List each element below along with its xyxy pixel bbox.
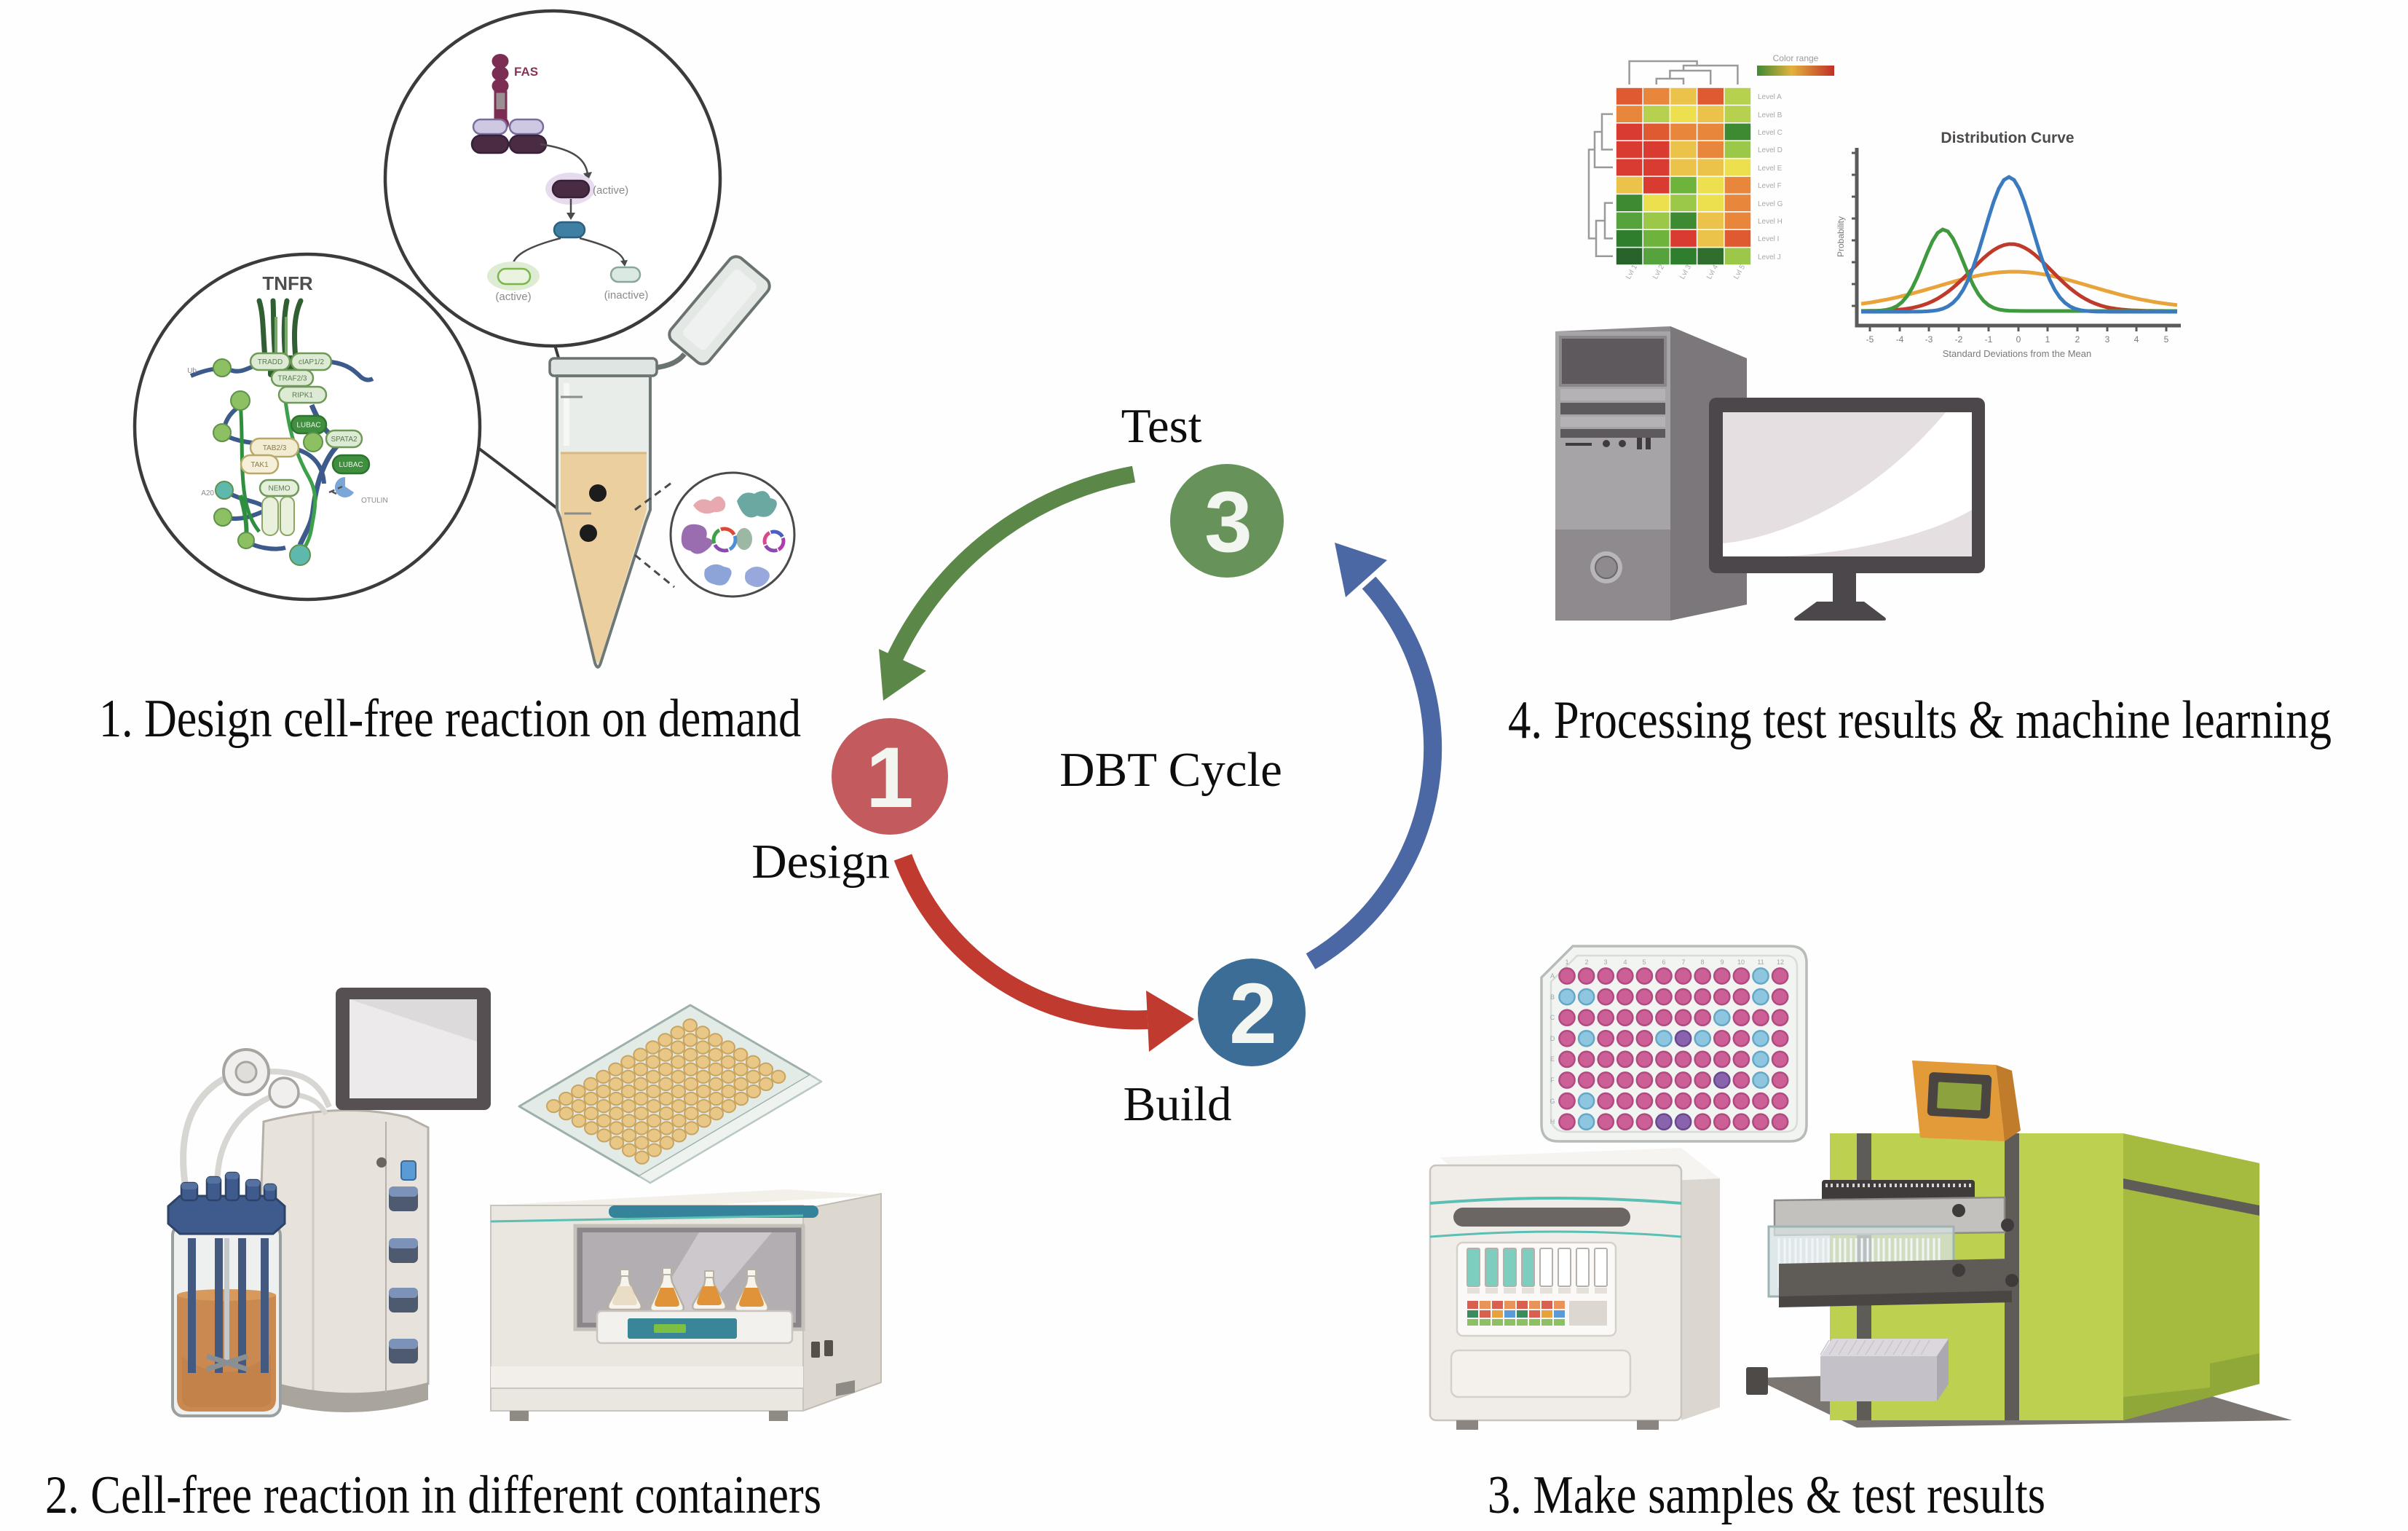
svg-text:8: 8 [1700, 959, 1704, 966]
svg-text:12: 12 [1777, 959, 1784, 966]
svg-text:D: D [1550, 1035, 1555, 1042]
svg-text:TAB2/3: TAB2/3 [263, 444, 287, 452]
svg-text:9: 9 [1720, 959, 1724, 966]
svg-text:1: 1 [2045, 334, 2050, 345]
svg-text:-2: -2 [1955, 334, 1963, 345]
svg-text:B: B [1550, 993, 1555, 1001]
svg-text:LUBAC: LUBAC [339, 461, 363, 469]
svg-text:Test: Test [1121, 399, 1202, 453]
svg-text:FAS: FAS [514, 65, 538, 79]
svg-text:E: E [1550, 1055, 1555, 1063]
svg-text:6: 6 [1662, 959, 1665, 966]
svg-text:Design: Design [751, 835, 890, 889]
svg-text:1: 1 [866, 730, 914, 826]
svg-text:TRADD: TRADD [258, 358, 283, 366]
svg-text:Level A: Level A [1758, 93, 1782, 101]
svg-text:2. Cell-free reaction in diffe: 2. Cell-free reaction in different conta… [45, 1465, 821, 1525]
svg-text:DBT Cycle: DBT Cycle [1059, 743, 1282, 797]
svg-text:-5: -5 [1866, 334, 1874, 345]
svg-text:RIPK1: RIPK1 [292, 392, 313, 400]
svg-text:C: C [1550, 1014, 1555, 1021]
svg-text:2: 2 [1584, 959, 1588, 966]
svg-text:NEMO: NEMO [269, 485, 291, 493]
svg-text:Color range: Color range [1773, 53, 1819, 63]
svg-text:7: 7 [1681, 959, 1685, 966]
svg-text:1: 1 [1565, 959, 1568, 966]
svg-text:F: F [1550, 1077, 1555, 1084]
svg-text:Level E: Level E [1758, 165, 1783, 173]
svg-text:LUBAC: LUBAC [296, 422, 320, 430]
svg-text:H: H [1550, 1118, 1555, 1125]
svg-text:(active): (active) [495, 291, 531, 303]
svg-text:Standard Deviations from the M: Standard Deviations from the Mean [1943, 348, 2092, 359]
svg-text:G: G [1550, 1098, 1555, 1105]
svg-text:Probability: Probability [1836, 216, 1846, 257]
svg-text:Level I: Level I [1758, 235, 1779, 243]
svg-text:Level H: Level H [1758, 218, 1783, 226]
svg-text:Ub: Ub [187, 367, 197, 375]
svg-text:5: 5 [1642, 959, 1646, 966]
svg-text:4: 4 [2134, 334, 2139, 345]
svg-text:-4: -4 [1896, 334, 1904, 345]
svg-text:3. Make samples & test results: 3. Make samples & test results [1488, 1465, 2045, 1525]
svg-text:TAK1: TAK1 [250, 461, 269, 469]
svg-text:SPATA2: SPATA2 [331, 436, 358, 444]
svg-text:1. Design cell-free reaction o: 1. Design cell-free reaction on demand [99, 689, 801, 749]
svg-text:-1: -1 [1985, 334, 1993, 345]
svg-text:TNFR: TNFR [262, 272, 313, 294]
svg-text:OTULIN: OTULIN [361, 497, 388, 505]
svg-text:Build: Build [1124, 1077, 1232, 1131]
svg-text:5: 5 [2164, 334, 2169, 345]
svg-text:11: 11 [1757, 959, 1764, 966]
svg-text:2: 2 [2075, 334, 2080, 345]
svg-text:3: 3 [1603, 959, 1607, 966]
svg-text:Level C: Level C [1758, 129, 1783, 137]
svg-text:4. Processing test results & m: 4. Processing test results & machine lea… [1508, 690, 2332, 750]
svg-text:(inactive): (inactive) [604, 289, 649, 302]
svg-text:(active): (active) [593, 184, 628, 197]
svg-text:10: 10 [1737, 959, 1745, 966]
svg-text:A20: A20 [201, 489, 214, 497]
svg-text:Level D: Level D [1758, 146, 1783, 154]
svg-text:A: A [1550, 972, 1555, 980]
svg-text:Level B: Level B [1758, 111, 1783, 119]
svg-text:3: 3 [2105, 334, 2110, 345]
svg-text:Level J: Level J [1758, 253, 1781, 261]
svg-text:Distribution Curve: Distribution Curve [1941, 130, 2074, 146]
svg-text:2: 2 [1229, 966, 1277, 1062]
svg-text:3: 3 [1204, 474, 1252, 570]
svg-text:0: 0 [2016, 334, 2021, 345]
svg-text:Level G: Level G [1758, 200, 1783, 208]
svg-text:4: 4 [1623, 959, 1627, 966]
svg-text:-3: -3 [1925, 334, 1933, 345]
svg-text:Level F: Level F [1758, 182, 1782, 190]
svg-text:TRAF2/3: TRAF2/3 [277, 375, 307, 383]
svg-text:cIAP1/2: cIAP1/2 [299, 358, 324, 366]
